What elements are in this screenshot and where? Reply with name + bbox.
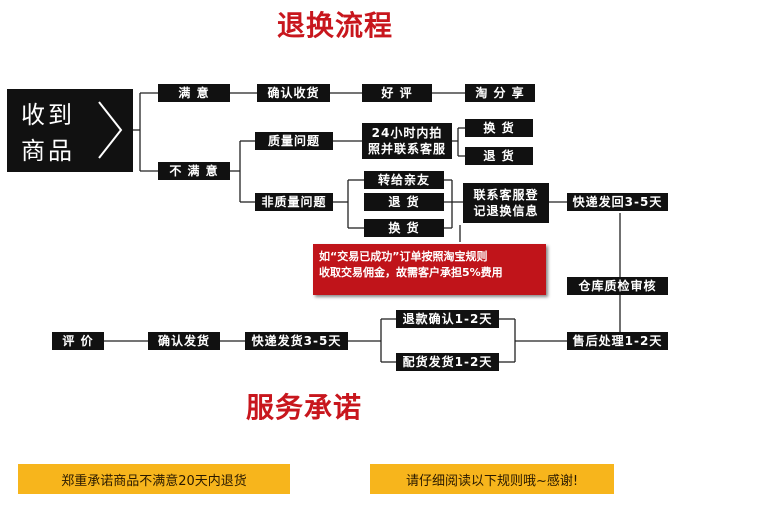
register-line2: 记退换信息 (473, 204, 539, 218)
received-goods-line1: 收到 (21, 101, 75, 129)
node-after-sale: 售后处理1-2天 (567, 332, 668, 350)
node-return-non-quality: 退 货 (364, 193, 444, 211)
node-good-review: 好 评 (362, 84, 432, 102)
node-warehouse-check: 仓库质检审核 (567, 277, 668, 295)
service-title: 服务承诺 (246, 391, 363, 424)
node-satisfied: 满 意 (158, 84, 230, 102)
node-share: 淘 分 享 (465, 84, 535, 102)
chevron-right-icon (98, 101, 123, 159)
node-unsatisfied: 不 满 意 (158, 162, 230, 180)
photo-contact-line1: 24小时内拍 (371, 126, 443, 140)
node-return-quality: 退 货 (465, 147, 533, 165)
commission-note-line2: 收取交易佣金，故需客户承担5%费用 (319, 266, 503, 279)
banner-read-rules: 请仔细阅读以下规则哦~感谢! (370, 464, 614, 494)
register-line1: 联系客服登 (473, 188, 539, 202)
node-quality-issue: 质量问题 (255, 132, 333, 150)
node-restock-ship: 配货发货1-2天 (396, 353, 499, 371)
received-goods-box: 收到 商品 (7, 89, 133, 172)
node-express-ship: 快递发货3-5天 (245, 332, 348, 350)
node-ship-back: 快递发回3-5天 (567, 193, 668, 211)
node-confirm-ship: 确认发货 (148, 332, 220, 350)
photo-contact-line2: 照并联系客服 (367, 142, 446, 156)
node-non-quality-issue: 非质量问题 (255, 193, 333, 211)
node-photo-contact: 24小时内拍 照并联系客服 (362, 123, 452, 159)
node-exchange-non-quality: 换 货 (364, 219, 444, 237)
node-confirm-receipt: 确认收货 (257, 84, 330, 102)
node-refund-confirm: 退款确认1-2天 (396, 310, 499, 328)
commission-note-line1: 如“交易已成功”订单按照淘宝规则 (319, 250, 488, 263)
node-exchange-quality: 换 货 (465, 119, 533, 137)
received-goods-line2: 商品 (21, 137, 75, 165)
commission-note: 如“交易已成功”订单按照淘宝规则 收取交易佣金，故需客户承担5%费用 (313, 244, 546, 295)
node-register-info: 联系客服登 记退换信息 (463, 183, 549, 223)
node-transfer-friend: 转给亲友 (364, 171, 444, 189)
return-flow-title: 退换流程 (277, 9, 394, 42)
banner-return-promise: 郑重承诺商品不满意20天内退货 (18, 464, 290, 494)
node-review: 评 价 (52, 332, 104, 350)
